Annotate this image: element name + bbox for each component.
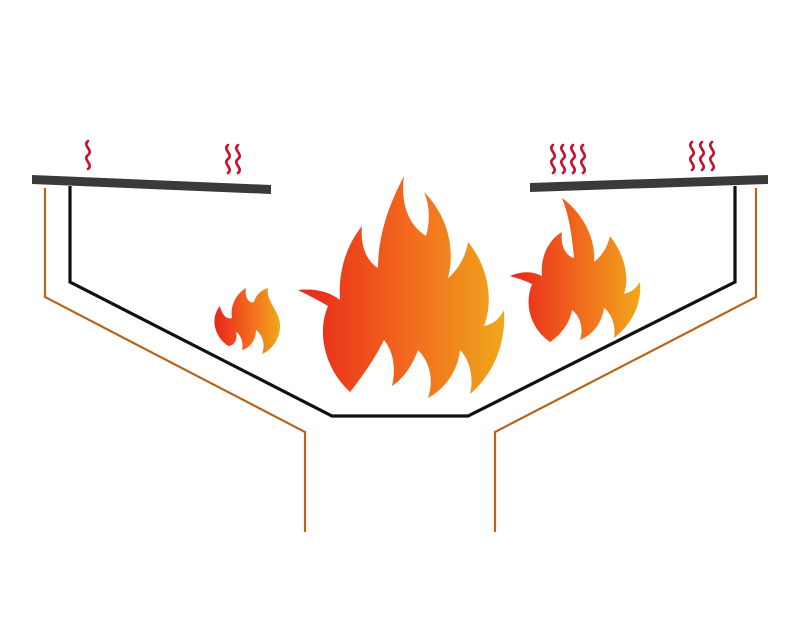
inner-vessel bbox=[68, 186, 737, 418]
heat-wave-icon bbox=[689, 140, 695, 172]
small-flame-icon bbox=[214, 288, 281, 354]
heat-wave-icon bbox=[550, 143, 556, 175]
heat-wave-icon bbox=[580, 143, 586, 175]
heat-wave-icon bbox=[709, 140, 715, 172]
medium-flame-icon bbox=[510, 198, 641, 342]
heat-wave-icon bbox=[570, 143, 576, 175]
heat-wave-icon bbox=[225, 143, 231, 175]
left-plate bbox=[32, 175, 271, 194]
heat-wave-icon bbox=[560, 143, 566, 175]
heat-wave-icon bbox=[85, 139, 91, 171]
right-plate bbox=[530, 175, 768, 192]
large-flame-icon bbox=[298, 176, 505, 398]
outer-wall-left bbox=[43, 188, 307, 532]
heat-wave-icon bbox=[699, 140, 705, 172]
outer-wall-right bbox=[493, 188, 758, 532]
heat-wave-icon bbox=[235, 143, 241, 175]
